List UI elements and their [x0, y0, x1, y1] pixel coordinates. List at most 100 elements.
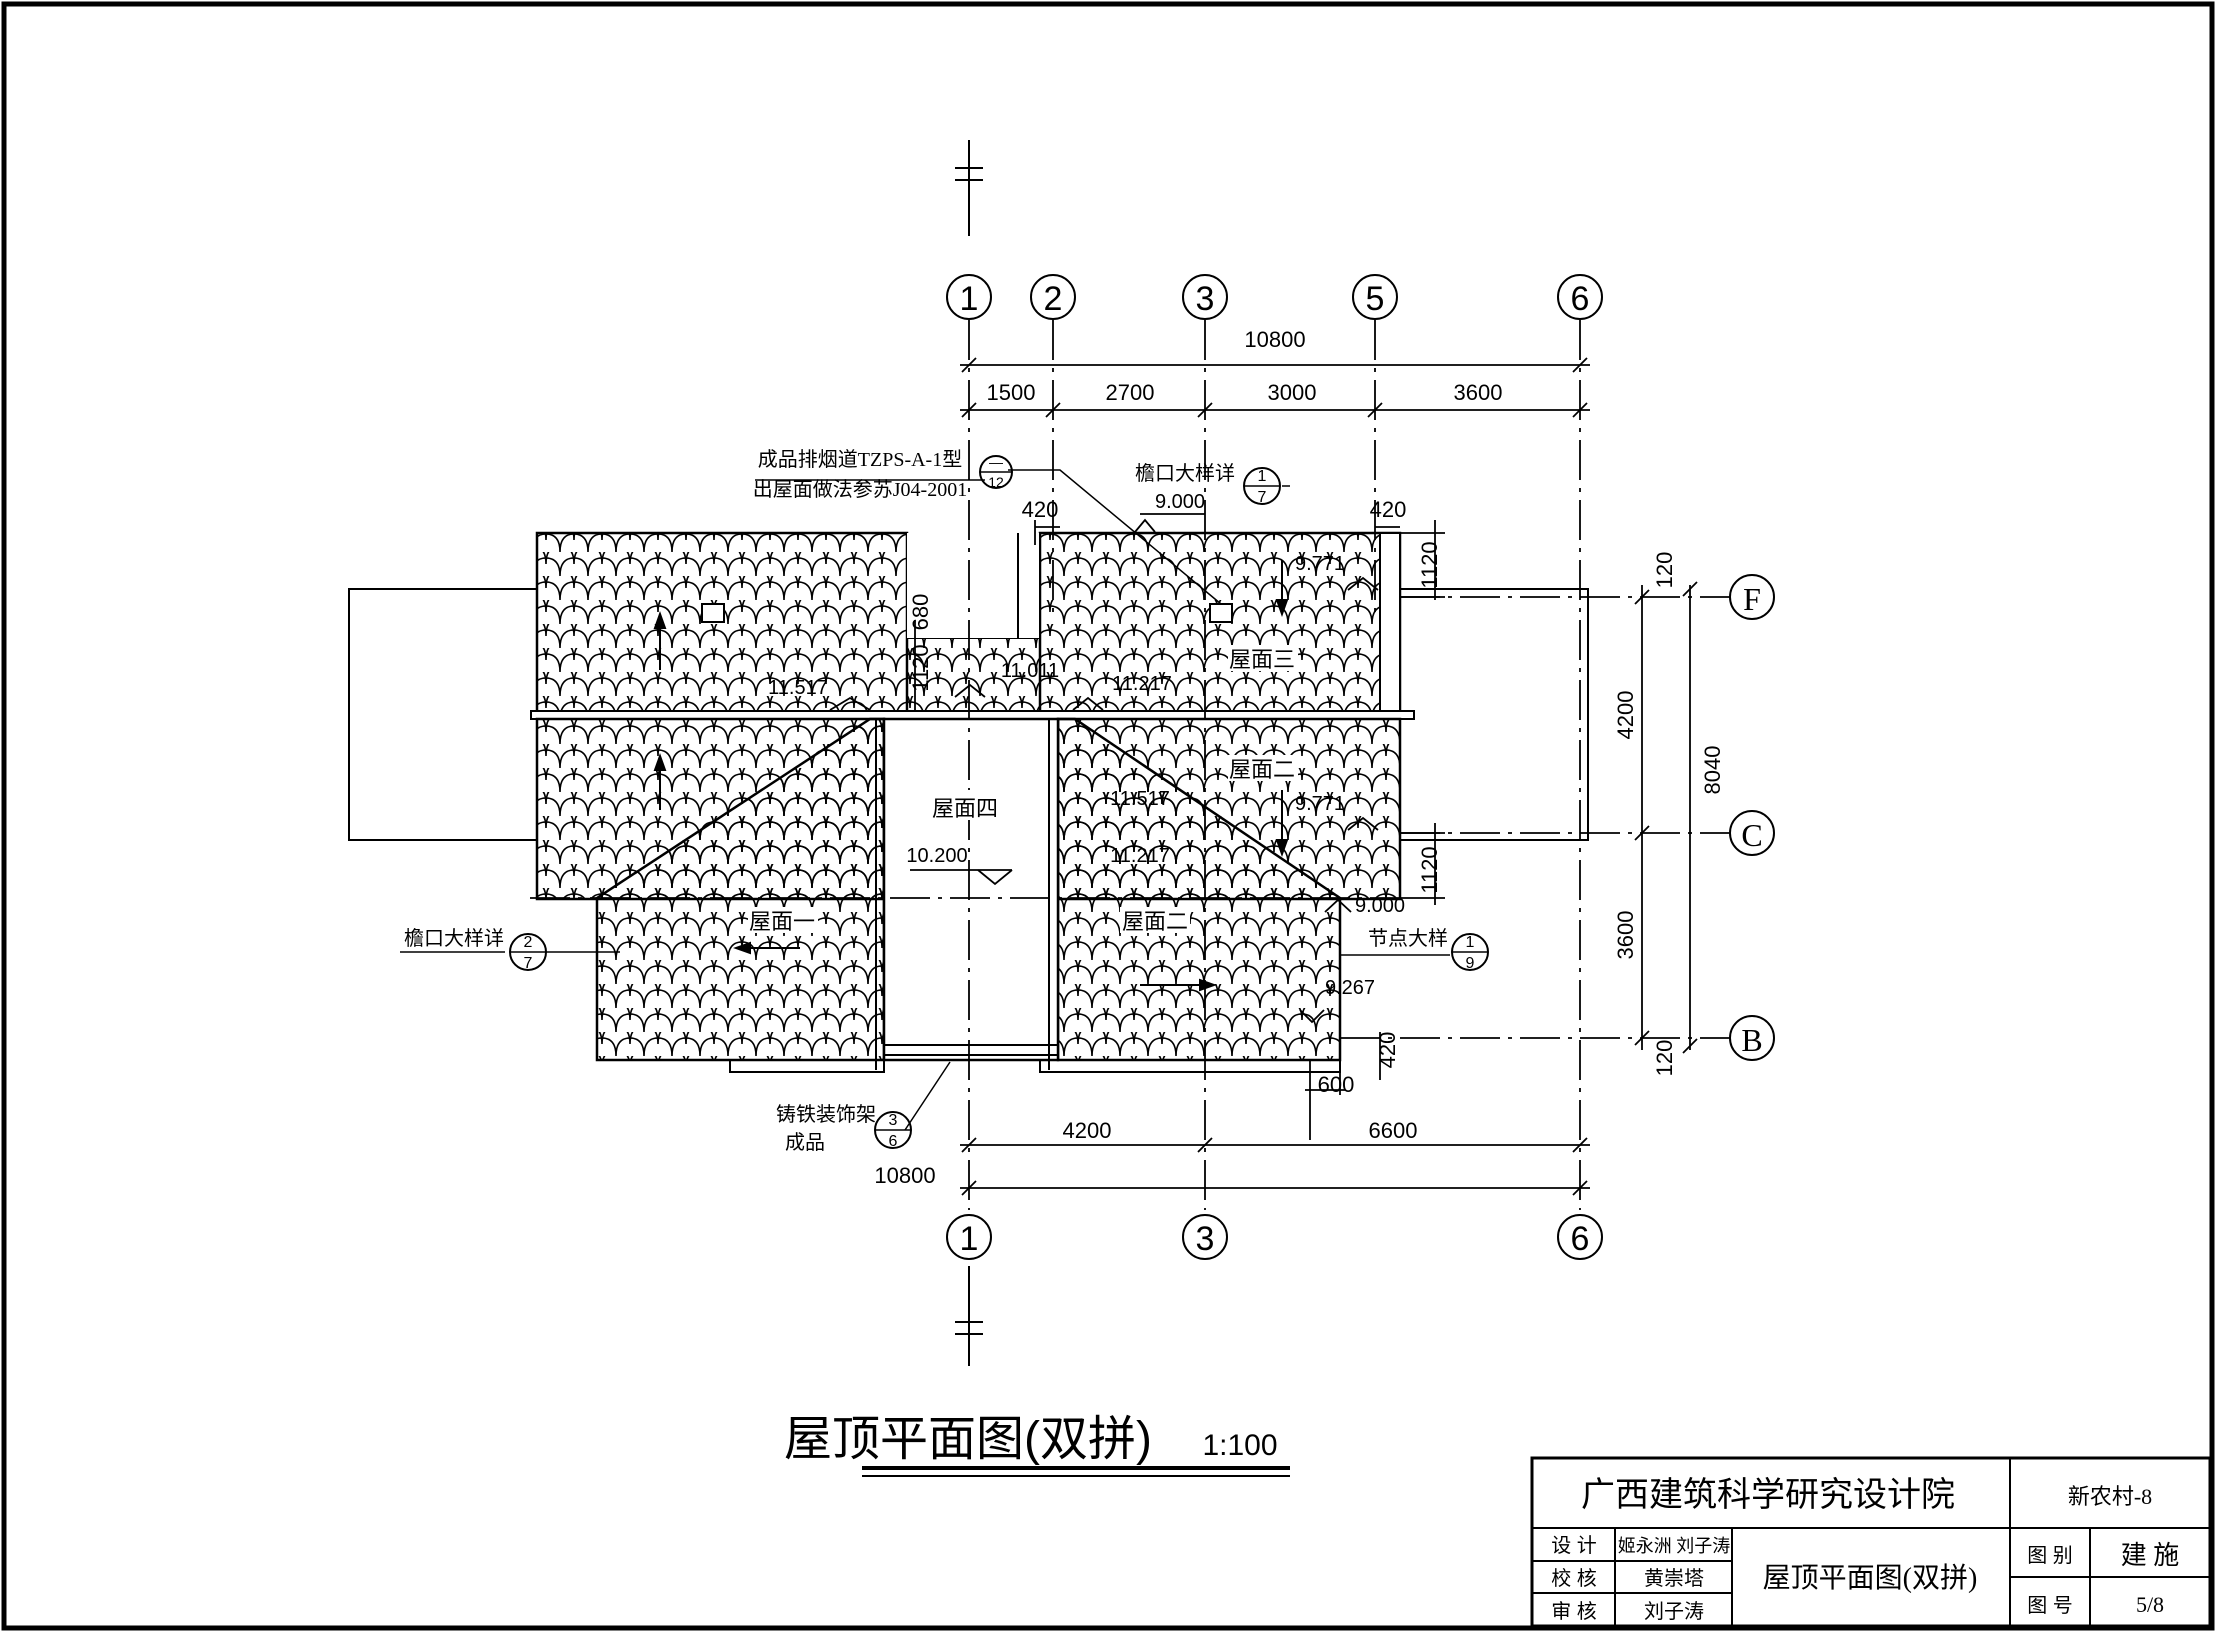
svg-text:1: 1	[960, 280, 979, 318]
svg-text:姬永洲 刘子涛: 姬永洲 刘子涛	[1618, 1536, 1731, 1556]
svg-text:1: 1	[960, 1220, 979, 1258]
svg-text:1120: 1120	[1417, 846, 1442, 893]
svg-text:屋面一: 屋面一	[749, 909, 815, 934]
axis-top-5: 5	[1352, 274, 1398, 320]
svg-text:10800: 10800	[874, 1163, 935, 1188]
eave-callout-1: 檐口大样详 1 7	[1135, 462, 1290, 506]
svg-text:120: 120	[1652, 1040, 1677, 1077]
svg-text:2: 2	[1044, 280, 1063, 318]
svg-text:1: 1	[1258, 468, 1267, 485]
dimension-labels: 10800 1500 2700 3000 3600 4200 6600 1080…	[874, 327, 1725, 1188]
svg-text:4200: 4200	[1613, 691, 1638, 740]
svg-text:9.000: 9.000	[1355, 895, 1405, 917]
axis-right-C: C	[1729, 810, 1775, 856]
dimension-lines	[914, 357, 1698, 1196]
svg-text:1120: 1120	[1417, 541, 1442, 588]
svg-text:3000: 3000	[1268, 380, 1317, 405]
svg-text:铸铁装饰架: 铸铁装饰架	[776, 1103, 876, 1126]
svg-text:4200: 4200	[1063, 1118, 1112, 1143]
svg-text:屋顶平面图(双拼): 屋顶平面图(双拼)	[784, 1413, 1152, 1466]
svg-text:1500: 1500	[987, 380, 1036, 405]
svg-text:10800: 10800	[1244, 327, 1305, 352]
iron-frame-callout: 铸铁装饰架 成品 3 6	[776, 1061, 951, 1154]
elevation-markers	[829, 513, 1379, 1024]
node-callout: 节点大样 1 9	[1340, 927, 1489, 972]
svg-text:3: 3	[1196, 1220, 1215, 1258]
svg-text:F: F	[1743, 581, 1761, 617]
title-block-text: 广西建筑科学研究设计院 新农村-8 设 计 姬永洲 刘子涛 校 核 黄崇塔 审 …	[1551, 1476, 2179, 1623]
svg-text:120: 120	[1652, 552, 1677, 589]
svg-text:3: 3	[1196, 280, 1215, 318]
svg-text:建 施: 建 施	[2121, 1541, 2180, 1570]
svg-text:5: 5	[1366, 280, 1385, 318]
svg-text:设 计: 设 计	[1551, 1534, 1597, 1557]
axis-top-1: 1	[946, 274, 992, 320]
slope-arrows	[653, 560, 1289, 992]
svg-text:11.517: 11.517	[1110, 788, 1170, 810]
axis-bottom-6: 6	[1557, 1214, 1603, 1260]
svg-text:刘子涛: 刘子涛	[1644, 1600, 1704, 1623]
axis-top-3: 3	[1182, 274, 1228, 320]
elevation-labels: 9.000 9.771 11.011 11.517 11.217 11.517 …	[768, 491, 1405, 999]
svg-text:1: 1	[1466, 934, 1475, 951]
axis-top-2: 2	[1030, 274, 1076, 320]
svg-text:5/8: 5/8	[2136, 1592, 2164, 1617]
svg-text:6600: 6600	[1369, 1118, 1418, 1143]
svg-text:7: 7	[524, 955, 533, 972]
svg-text:420: 420	[1375, 1032, 1400, 1069]
svg-text:9.267: 9.267	[1325, 977, 1375, 999]
svg-text:节点大样: 节点大样	[1368, 927, 1448, 950]
svg-text:420: 420	[1022, 497, 1059, 522]
svg-text:680: 680	[908, 594, 933, 631]
axis-bottom-1: 1	[946, 1214, 992, 1260]
eave-callout-2: 檐口大样详 2 7	[400, 927, 620, 972]
svg-text:1120: 1120	[908, 644, 933, 691]
svg-text:3600: 3600	[1454, 380, 1503, 405]
svg-text:成品: 成品	[785, 1131, 825, 1154]
svg-text:图 别: 图 别	[2027, 1544, 2073, 1567]
svg-text:10.200: 10.200	[906, 845, 967, 867]
svg-text:屋面二: 屋面二	[1229, 757, 1295, 782]
svg-text:12: 12	[988, 474, 1004, 490]
svg-text:新农村-8: 新农村-8	[2068, 1484, 2152, 1509]
chimney-callout: 成品排烟道TZPS-A-1型 出屋面做法参苏J04-2001 — 12	[753, 448, 1222, 605]
axis-right-B: B	[1729, 1015, 1775, 1061]
svg-text:B: B	[1741, 1022, 1762, 1058]
axis-bottom-3: 3	[1182, 1214, 1228, 1260]
svg-text:C: C	[1741, 817, 1762, 853]
svg-text:—: —	[989, 454, 1003, 470]
svg-text:6: 6	[1571, 1220, 1590, 1258]
svg-text:黄崇塔: 黄崇塔	[1644, 1567, 1704, 1590]
svg-text:8040: 8040	[1700, 746, 1725, 795]
svg-text:屋顶平面图(双拼): 屋顶平面图(双拼)	[1763, 1562, 1978, 1594]
svg-text:9.771: 9.771	[1295, 553, 1345, 575]
svg-text:1:100: 1:100	[1202, 1429, 1277, 1462]
drawing-title: 屋顶平面图(双拼) 1:100	[784, 1413, 1290, 1477]
svg-text:11.011: 11.011	[1001, 660, 1059, 682]
svg-text:檐口大样详: 檐口大样详	[1135, 462, 1235, 485]
svg-text:审 核: 审 核	[1551, 1600, 1597, 1623]
svg-text:600: 600	[1318, 1072, 1355, 1097]
svg-text:11.217: 11.217	[1112, 673, 1172, 695]
svg-text:9.771: 9.771	[1295, 793, 1345, 815]
svg-text:校 核: 校 核	[1551, 1567, 1597, 1590]
svg-text:2700: 2700	[1106, 380, 1155, 405]
svg-text:420: 420	[1370, 497, 1407, 522]
svg-text:2: 2	[524, 934, 533, 951]
svg-text:屋面三: 屋面三	[1229, 647, 1295, 672]
title-block	[1530, 1456, 2212, 1628]
svg-text:11.217: 11.217	[1110, 845, 1170, 867]
svg-text:成品排烟道TZPS-A-1型: 成品排烟道TZPS-A-1型	[758, 448, 962, 471]
svg-text:7: 7	[1258, 489, 1267, 506]
svg-text:6: 6	[1571, 280, 1590, 318]
svg-text:屋面二: 屋面二	[1122, 909, 1188, 934]
svg-text:图 号: 图 号	[2027, 1595, 2073, 1617]
svg-text:9: 9	[1466, 955, 1475, 972]
svg-text:11.517: 11.517	[768, 677, 828, 699]
axis-top-6: 6	[1557, 274, 1603, 320]
svg-text:9.000: 9.000	[1155, 491, 1205, 513]
svg-text:3: 3	[889, 1112, 898, 1129]
svg-text:3600: 3600	[1613, 911, 1638, 960]
